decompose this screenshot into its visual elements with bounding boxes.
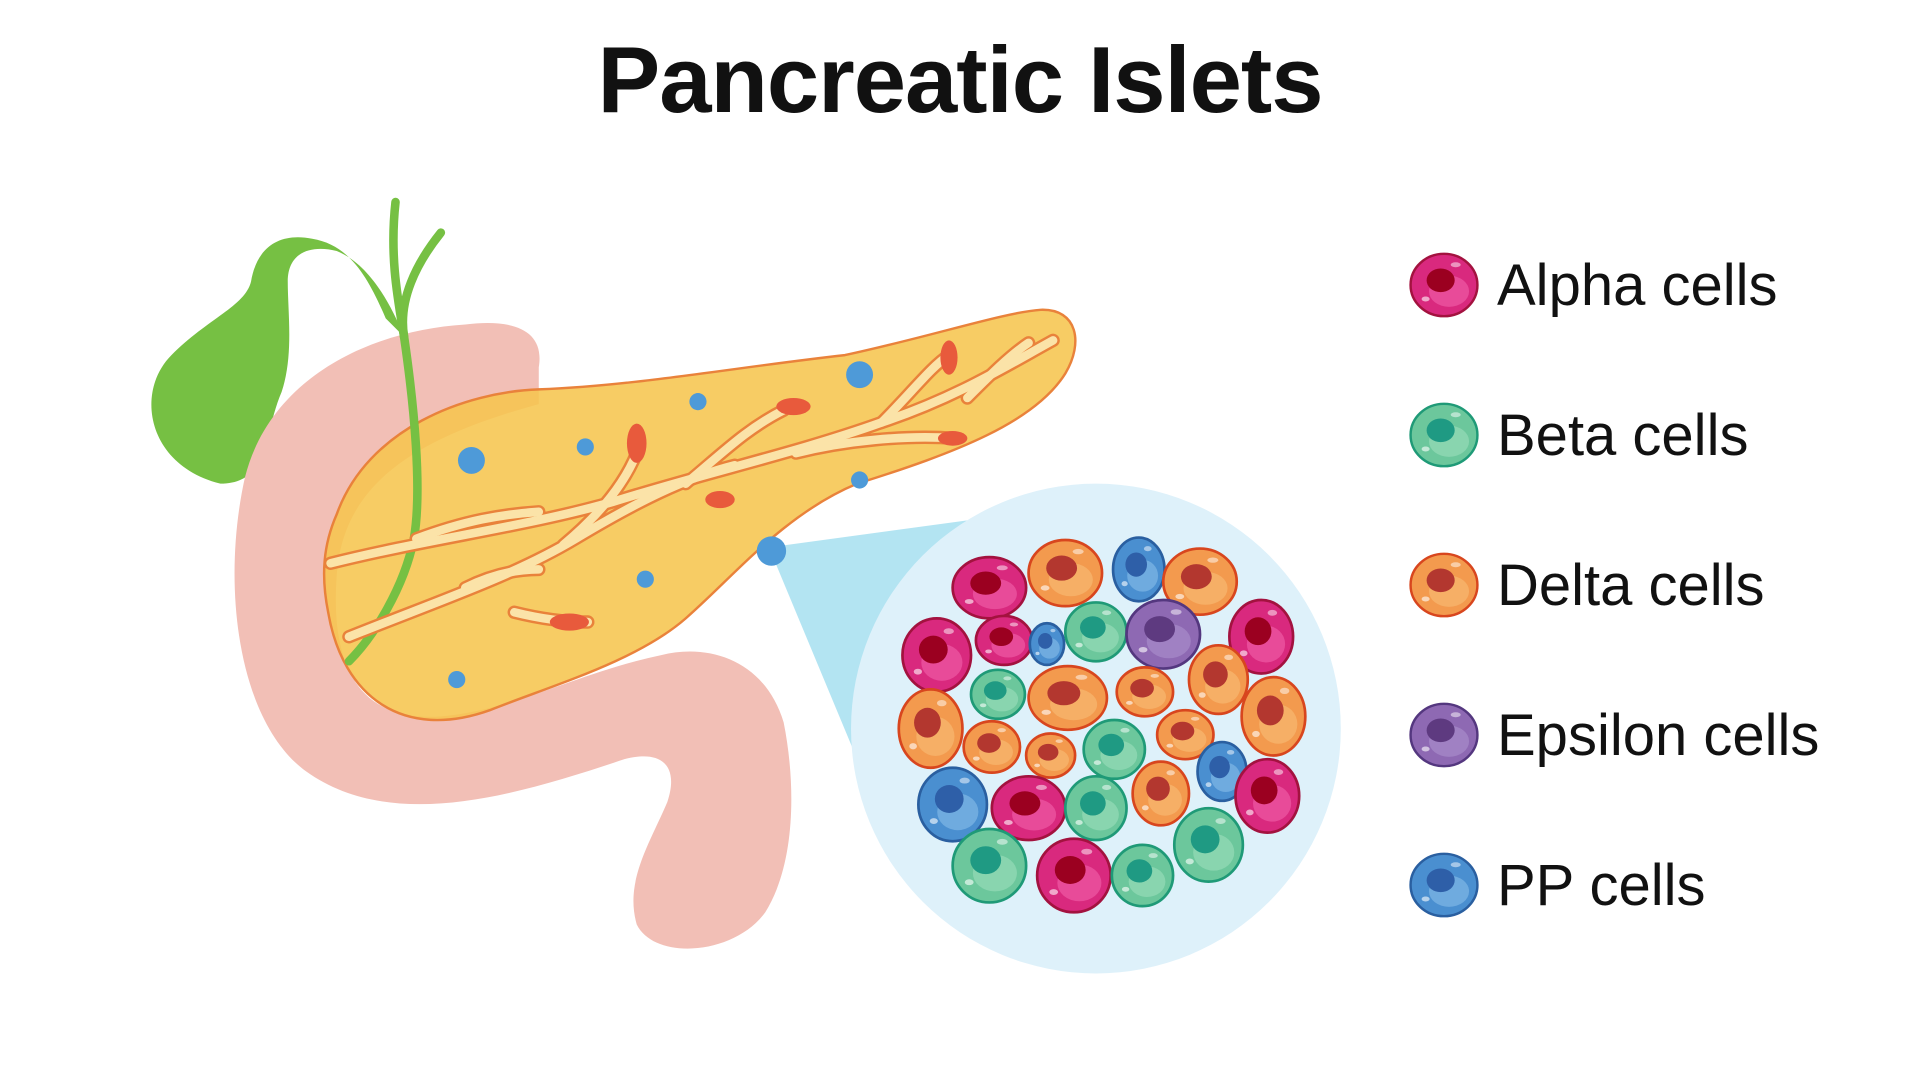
islet-cell-cluster (897, 536, 1307, 914)
page-title: Pancreatic Islets (597, 27, 1324, 132)
delta-cell (1155, 708, 1215, 761)
bile-duct (344, 197, 422, 666)
alpha-cell (974, 614, 1034, 667)
pp-cell (1409, 852, 1479, 918)
beta-cell (1409, 402, 1479, 468)
delta-cell (1240, 675, 1307, 757)
alpha-cell (1228, 598, 1295, 675)
vessel-tip (776, 397, 811, 416)
pp-cell (1196, 740, 1248, 803)
alpha-cell (1035, 837, 1112, 914)
islet-dot (576, 438, 594, 456)
alpha-cell-icon (1409, 252, 1479, 318)
pp-cell (917, 766, 989, 843)
epsilon-cell-icon (1409, 702, 1479, 768)
vessel-tip (937, 431, 968, 446)
beta-cell (969, 668, 1027, 721)
delta-cell (897, 688, 964, 770)
delta-cell (1409, 552, 1479, 618)
vessel-tip (626, 423, 647, 463)
beta-cell (1063, 601, 1128, 663)
pp-cell-icon (1409, 852, 1479, 918)
delta-cell (1131, 760, 1191, 827)
legend-item-epsilon: Epsilon cells (1405, 690, 1819, 780)
pp-cell (1028, 621, 1066, 667)
beta-cell (1082, 718, 1147, 781)
islet-dot (457, 446, 485, 474)
delta-cell (1115, 666, 1175, 718)
alpha-cell (1409, 252, 1479, 318)
vessel-tip (549, 613, 589, 631)
delta-cell (1027, 664, 1109, 732)
islet-dots (448, 361, 874, 689)
beta-cell-icon (1409, 402, 1479, 468)
delta-cell (1161, 547, 1239, 617)
legend-label: Delta cells (1497, 552, 1765, 618)
alpha-cell (1234, 757, 1301, 834)
legend-item-beta: Beta cells (1405, 390, 1748, 480)
epsilon-cell (1409, 702, 1479, 768)
delta-cell (1027, 538, 1104, 608)
legend-item-alpha: Alpha cells (1405, 240, 1777, 330)
delta-cell (962, 719, 1022, 774)
delta-cell (1024, 732, 1077, 779)
islet-dot (689, 393, 707, 411)
beta-cell (1172, 806, 1245, 883)
gallbladder (151, 237, 405, 484)
delta-cell-icon (1409, 552, 1479, 618)
beta-cell (1110, 843, 1175, 908)
alpha-cell (951, 555, 1028, 620)
legend-item-pp: PP cells (1405, 840, 1705, 930)
alpha-cell (990, 774, 1067, 842)
epsilon-cell (1125, 598, 1202, 670)
islet-dot (851, 471, 869, 489)
blood-vessels (549, 340, 968, 631)
beta-cell (1063, 774, 1128, 842)
vessel-tip (705, 491, 735, 509)
legend-label: Beta cells (1497, 402, 1749, 468)
alpha-cell (901, 617, 973, 694)
legend-item-delta: Delta cells (1405, 540, 1765, 630)
beta-cell (951, 827, 1028, 904)
islet-dot (846, 361, 874, 389)
islet-dot (756, 536, 787, 566)
legend-label: Epsilon cells (1497, 702, 1820, 768)
legend-label: Alpha cells (1497, 252, 1778, 318)
pancreatic-duct (323, 333, 1060, 644)
delta-cell (1187, 643, 1250, 716)
pp-cell (1111, 536, 1166, 603)
islet-dot (448, 671, 466, 689)
bile-duct-branch (398, 228, 446, 342)
vessel-tip (940, 340, 958, 375)
legend-label: PP cells (1497, 852, 1706, 918)
islet-dot (636, 570, 654, 588)
